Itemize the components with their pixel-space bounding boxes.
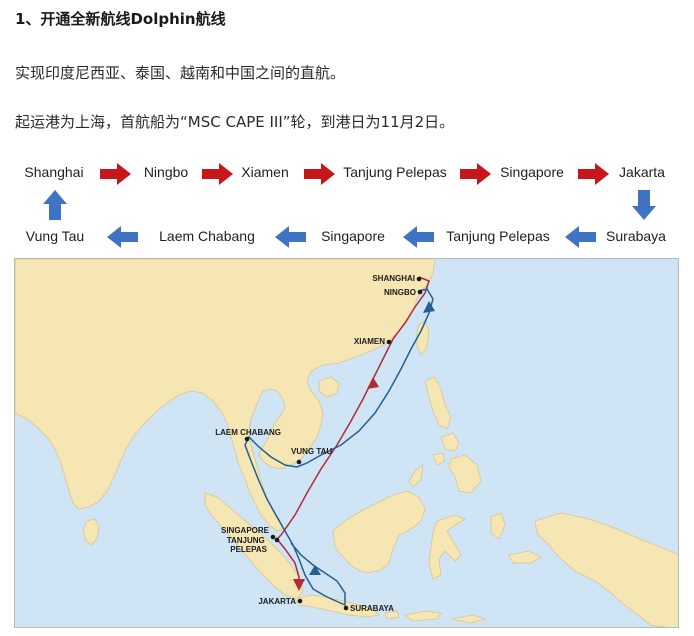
intro-line-first-vessel: 起运港为上海，首航船为“MSC CAPE III”轮，到港日为11月2日。 — [15, 113, 455, 131]
arrow-right-icon — [100, 163, 131, 185]
island-hainan — [318, 376, 340, 398]
arrow-left-icon — [565, 226, 596, 248]
route-port-tanjung-pelepas-1: Tanjung Pelepas — [343, 164, 447, 180]
map-label-ningbo: NINGBO — [384, 288, 416, 297]
arrow-down-icon — [632, 190, 656, 220]
arrow-right-icon — [460, 163, 491, 185]
route-port-ningbo: Ningbo — [143, 164, 189, 180]
islands-philippines — [408, 376, 482, 494]
route-map: SHANGHAI NINGBO XIAMEN LAEM CHABANG VUNG… — [14, 258, 679, 628]
route-port-shanghai: Shanghai — [24, 164, 84, 180]
map-label-singapore: SINGAPORE — [221, 526, 270, 535]
mainland-asia — [15, 259, 436, 532]
port-dot-laem-chabang — [244, 436, 250, 442]
arrow-left-icon — [403, 226, 434, 248]
port-dot-xiamen — [386, 339, 392, 345]
island-sumatra — [204, 492, 304, 600]
map-label-jakarta: JAKARTA — [258, 597, 296, 606]
route-port-singapore-2: Singapore — [321, 228, 385, 244]
intro-line-direct-service: 实现印度尼西亚、泰国、越南和中国之间的直航。 — [15, 64, 346, 82]
route-port-singapore-1: Singapore — [500, 164, 564, 180]
route-port-vung-tau: Vung Tau — [25, 228, 85, 244]
arrow-right-icon — [304, 163, 335, 185]
route-map-canvas: SHANGHAI NINGBO XIAMEN LAEM CHABANG VUNG… — [15, 259, 678, 627]
port-dot-ningbo — [417, 289, 423, 295]
route-port-laem-chabang: Laem Chabang — [159, 228, 255, 244]
port-dot-jakarta — [297, 598, 303, 604]
route-arrow-forward-icon — [367, 377, 379, 389]
island-west — [82, 518, 100, 546]
map-label-tanjung-pelepas: TANJUNG PELEPAS — [227, 536, 268, 554]
island-taiwan — [416, 320, 430, 356]
arrow-left-icon — [107, 226, 138, 248]
section-heading: 1、开通全新航线Dolphin航线 — [15, 10, 226, 28]
route-line-forward — [275, 276, 430, 589]
arrow-up-icon — [43, 190, 67, 220]
map-label-shanghai: SHANGHAI — [372, 274, 415, 283]
route-port-xiamen: Xiamen — [241, 164, 289, 180]
route-arrow-return-icon — [423, 301, 435, 313]
port-dot-vung-tau — [296, 459, 302, 465]
port-dot-tanjung-pelepas — [274, 537, 280, 543]
port-dot-surabaya — [343, 605, 349, 611]
island-sulawesi — [428, 514, 466, 580]
map-label-xiamen: XIAMEN — [354, 337, 385, 346]
map-label-vung-tau: VUNG TAU — [291, 447, 332, 456]
island-new-guinea — [534, 512, 678, 627]
route-port-surabaya: Surabaya — [606, 228, 666, 244]
arrow-right-icon — [202, 163, 233, 185]
map-label-tanjung-pelepas-line2: PELEPAS — [230, 545, 267, 554]
route-arrow-return-icon — [309, 565, 321, 575]
port-dot-singapore — [270, 534, 276, 540]
map-label-tanjung-pelepas-line1: TANJUNG — [227, 536, 265, 545]
route-port-tanjung-pelepas-2: Tanjung Pelepas — [446, 228, 550, 244]
route-port-jakarta: Jakarta — [619, 164, 665, 180]
route-diagram: Shanghai Ningbo Xiamen Tanjung Pelepas S… — [0, 0, 694, 260]
map-label-surabaya: SURABAYA — [350, 604, 394, 613]
arrow-left-icon — [275, 226, 306, 248]
islands-lesser-sunda — [384, 610, 487, 624]
arrow-right-icon — [578, 163, 609, 185]
route-arrow-forward-icon — [293, 579, 305, 591]
islands-maluku — [490, 512, 542, 564]
port-dot-shanghai — [416, 276, 422, 282]
map-label-laem-chabang: LAEM CHABANG — [215, 428, 281, 437]
island-borneo — [332, 490, 426, 574]
